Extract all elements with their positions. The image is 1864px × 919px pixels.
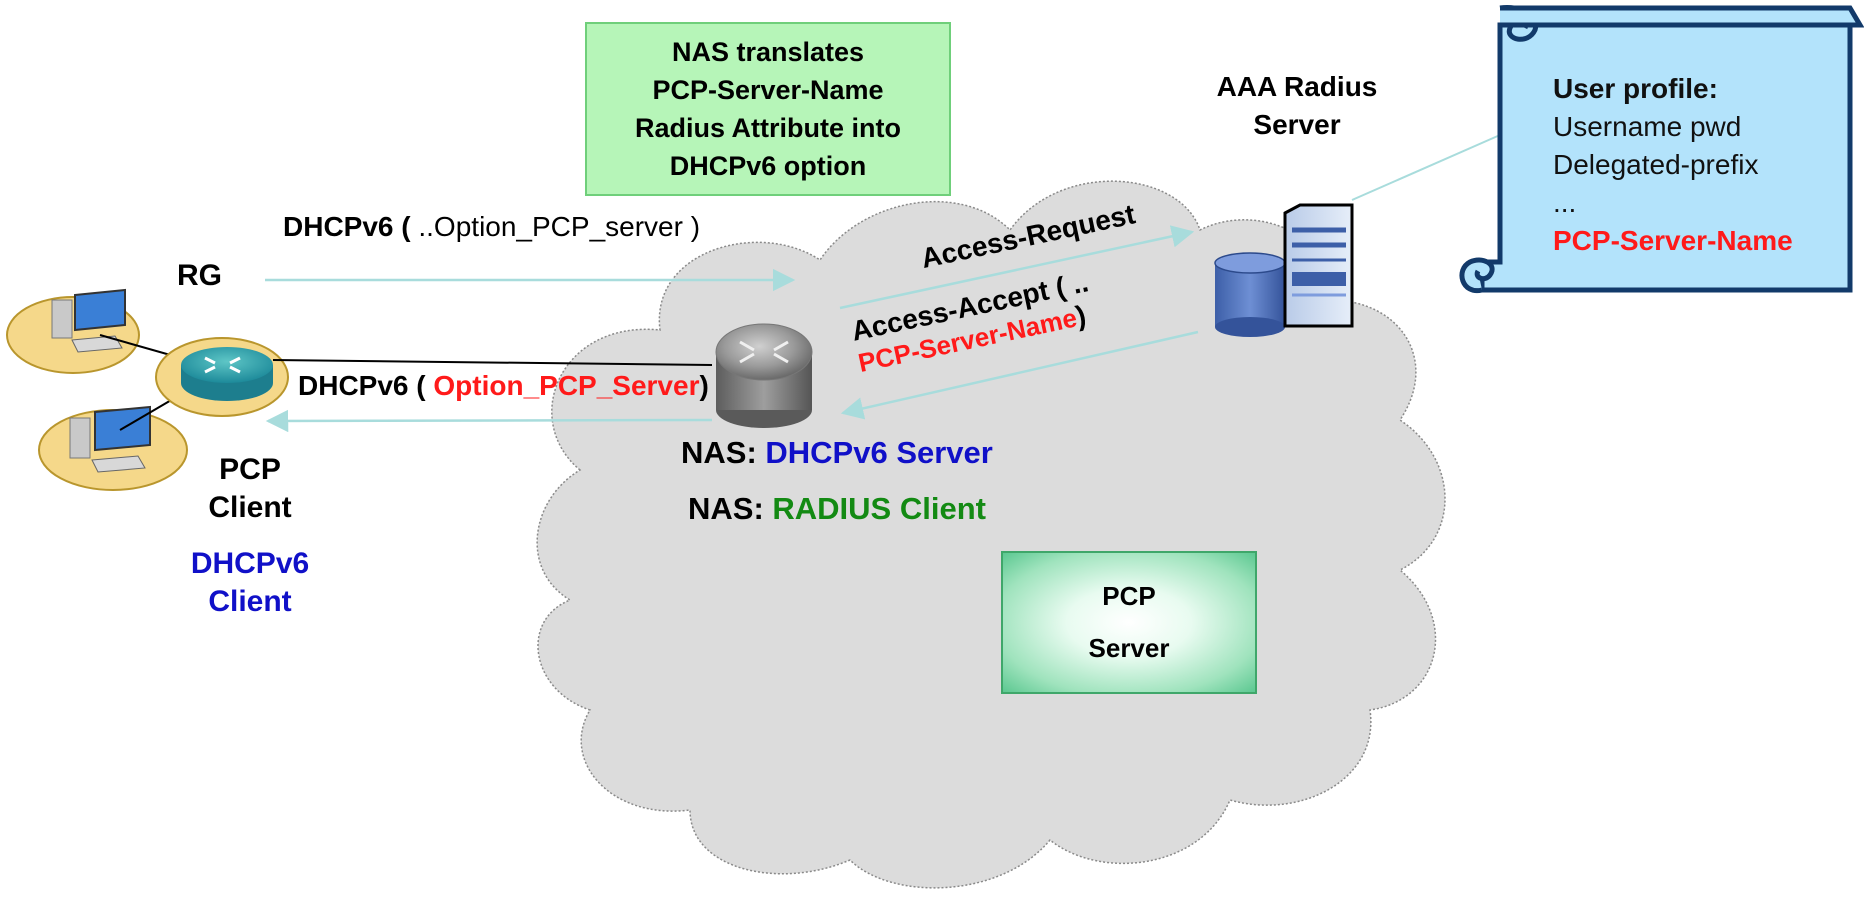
nas-role-dhcpv6-server: DHCPv6 Server (765, 435, 993, 470)
dhcp-response-close: ) (699, 370, 709, 401)
aaa-server-label: AAA Radius Server (1187, 68, 1407, 144)
nas-router-icon (715, 323, 813, 428)
pcp-server-box: PCP Server (1001, 551, 1257, 694)
profile-pcp-server-name: PCP-Server-Name (1553, 225, 1793, 256)
dhcp-request-option: ..Option_PCP_server ) (410, 211, 701, 242)
dhcpv6-client-label: DHCPv6 Client (170, 545, 330, 621)
profile-title: User profile: (1553, 73, 1718, 104)
pcp-server-line2: Server (1088, 632, 1170, 663)
dhcpv6-client-line1: DHCPv6 (190, 547, 310, 580)
note-line: PCP-Server-Name (652, 75, 884, 105)
note-line: NAS translates (671, 37, 865, 67)
dhcp-response-option: Option_PCP_Server (433, 370, 700, 401)
pcp-client-line2: Client (208, 491, 292, 524)
nas-translation-note: NAS translates PCP-Server-Name Radius At… (585, 22, 951, 196)
pc-icon (38, 405, 188, 491)
rg-label: RG (177, 259, 222, 292)
dhcpv6-client-line2: Client (208, 585, 292, 618)
dhcp-response-prefix: DHCPv6 ( (298, 370, 434, 401)
dhcp-response-label: DHCPv6 ( Option_PCP_Server) (298, 370, 709, 402)
nas-role-radius-client: RADIUS Client (772, 491, 986, 526)
user-profile: User profile: Username pwd Delegated-pre… (1553, 70, 1793, 260)
profile-line: Username pwd (1553, 111, 1742, 142)
pcp-client-line1: PCP (219, 453, 281, 486)
pcp-client-label: PCP Client (180, 451, 320, 527)
aaa-label-line1: AAA Radius (1216, 71, 1378, 102)
database-icon (1214, 252, 1286, 337)
scroll-icon (1459, 4, 1864, 294)
pcp-server-line1: PCP (1102, 581, 1156, 612)
pc-icon (6, 288, 140, 374)
router-icon (155, 337, 289, 417)
dhcp-request-prefix: DHCPv6 ( (283, 211, 411, 242)
profile-line: Delegated-prefix (1553, 149, 1759, 180)
profile-line: ... (1553, 187, 1577, 218)
nas-prefix: NAS: (681, 435, 766, 470)
nas-prefix: NAS: (688, 491, 773, 526)
nas-dhcpv6-server-label: NAS: DHCPv6 Server (681, 435, 993, 471)
nas-radius-client-label: NAS: RADIUS Client (688, 491, 986, 527)
note-line: DHCPv6 option (669, 151, 867, 181)
dhcp-request-label: DHCPv6 ( ..Option_PCP_server ) (283, 211, 700, 243)
aaa-label-line2: Server (1253, 109, 1341, 140)
note-line: Radius Attribute into (635, 113, 901, 143)
server-rack-icon (1283, 203, 1354, 328)
